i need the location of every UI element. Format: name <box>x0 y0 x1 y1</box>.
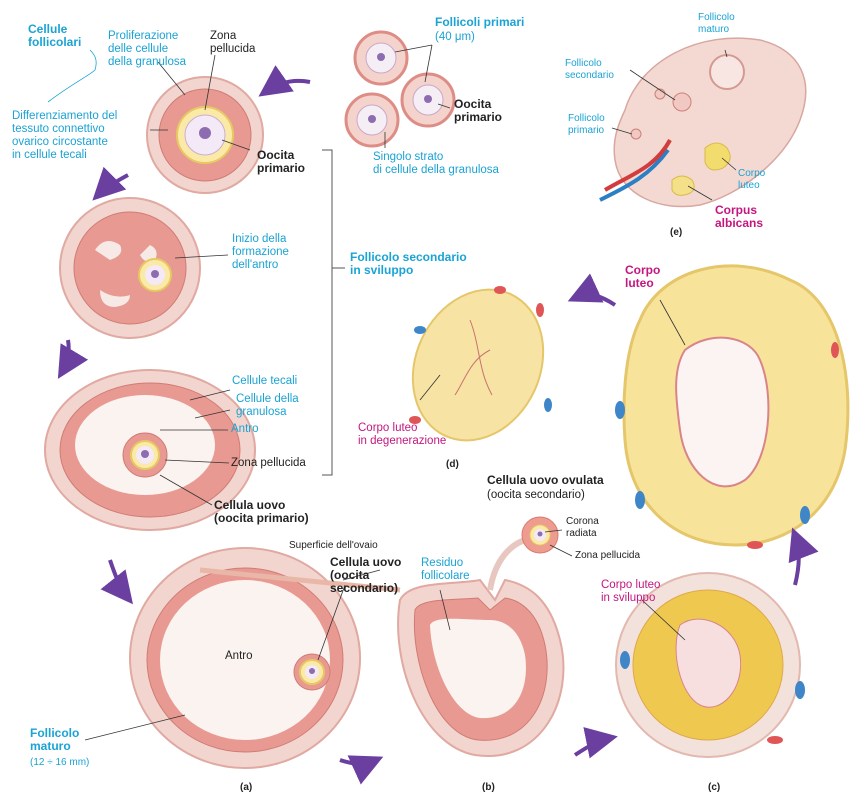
label-cellule-granulosa: Cellule della granulosa <box>236 393 299 419</box>
label-cellule-tecali: Cellule tecali <box>232 375 297 388</box>
panel-label-a: (a) <box>240 782 252 793</box>
label-residuo-follicolare: Residuo follicolare <box>421 557 470 583</box>
secondary-follicle-antrum-forming <box>60 198 200 338</box>
label-oocita-primario-center: Oocita primario <box>454 98 502 124</box>
panel-label-e: (e) <box>670 227 682 238</box>
label-follicolo-maturo-size: (12 ÷ 16 mm) <box>30 757 89 769</box>
label-zona-pellucida-top: Zona pellucida <box>210 30 255 56</box>
ovulated-egg <box>522 517 558 553</box>
label-zona-pellucida-mid: Zona pellucida <box>231 457 306 470</box>
label-corpo-luteo-sviluppo: Corpo luteo in sviluppo <box>601 579 660 605</box>
label-differenziamento: Differenziamento del tessuto connettivo … <box>12 110 117 162</box>
label-antro-a: Antro <box>225 650 253 663</box>
label-corpo-luteo-degenerazione: Corpo luteo in degenerazione <box>358 422 446 448</box>
panel-label-d: (d) <box>446 459 459 470</box>
label-singolo-strato: Singolo strato di cellule della granulos… <box>373 151 499 177</box>
label-follicoli-primari-size: (40 μm) <box>435 31 475 44</box>
label-follicolo-secondario-sviluppo: Follicolo secondario in sviluppo <box>350 251 467 277</box>
primary-follicles-cluster <box>346 32 454 146</box>
label-corpo-luteo-d: Corpo luteo <box>625 264 660 290</box>
bracket <box>322 150 345 475</box>
ovary-overview <box>600 38 806 206</box>
label-corpo-luteo-e: Corpo luteo <box>738 168 765 192</box>
label-superficie-ovaio: Superficie dell'ovaio <box>289 540 378 552</box>
secondary-follicle-early <box>147 77 263 193</box>
label-proliferazione: Proliferazione delle cellule della granu… <box>108 30 186 69</box>
label-follicoli-primari: Follicoli primari <box>435 16 524 29</box>
label-cellula-uovo-ovulata: Cellula uovo ovulata <box>487 474 604 487</box>
label-antro-mid: Antro <box>231 423 259 436</box>
label-follicolo-secondario-e: Follicolo secondario <box>565 58 614 82</box>
label-cellula-uovo-primario: Cellula uovo (oocita primario) <box>214 499 309 525</box>
label-follicolo-maturo-e: Follicolo maturo <box>698 12 735 36</box>
label-inizio-antro: Inizio della formazione dell'antro <box>232 233 289 272</box>
label-corpus-albicans: Corpus albicans <box>715 204 763 230</box>
label-oocita-secondario-paren: (oocita secondario) <box>487 489 585 502</box>
label-cellula-uovo-secondario: Cellula uovo (oocita secondario) <box>330 556 401 595</box>
panel-label-c: (c) <box>708 782 720 793</box>
label-follicolo-maturo-a: Follicolo maturo <box>30 727 79 753</box>
label-cellule-follicolari: Cellule follicolari <box>28 23 81 49</box>
label-follicolo-primario-e: Follicolo primario <box>568 113 605 137</box>
label-corona-radiata: Corona radiata <box>566 516 599 540</box>
label-zona-pellucida-b: Zona pellucida <box>575 550 640 562</box>
corpus-luteum <box>615 266 848 549</box>
panel-label-b: (b) <box>482 782 495 793</box>
label-oocita-primario-left: Oocita primario <box>257 149 305 175</box>
